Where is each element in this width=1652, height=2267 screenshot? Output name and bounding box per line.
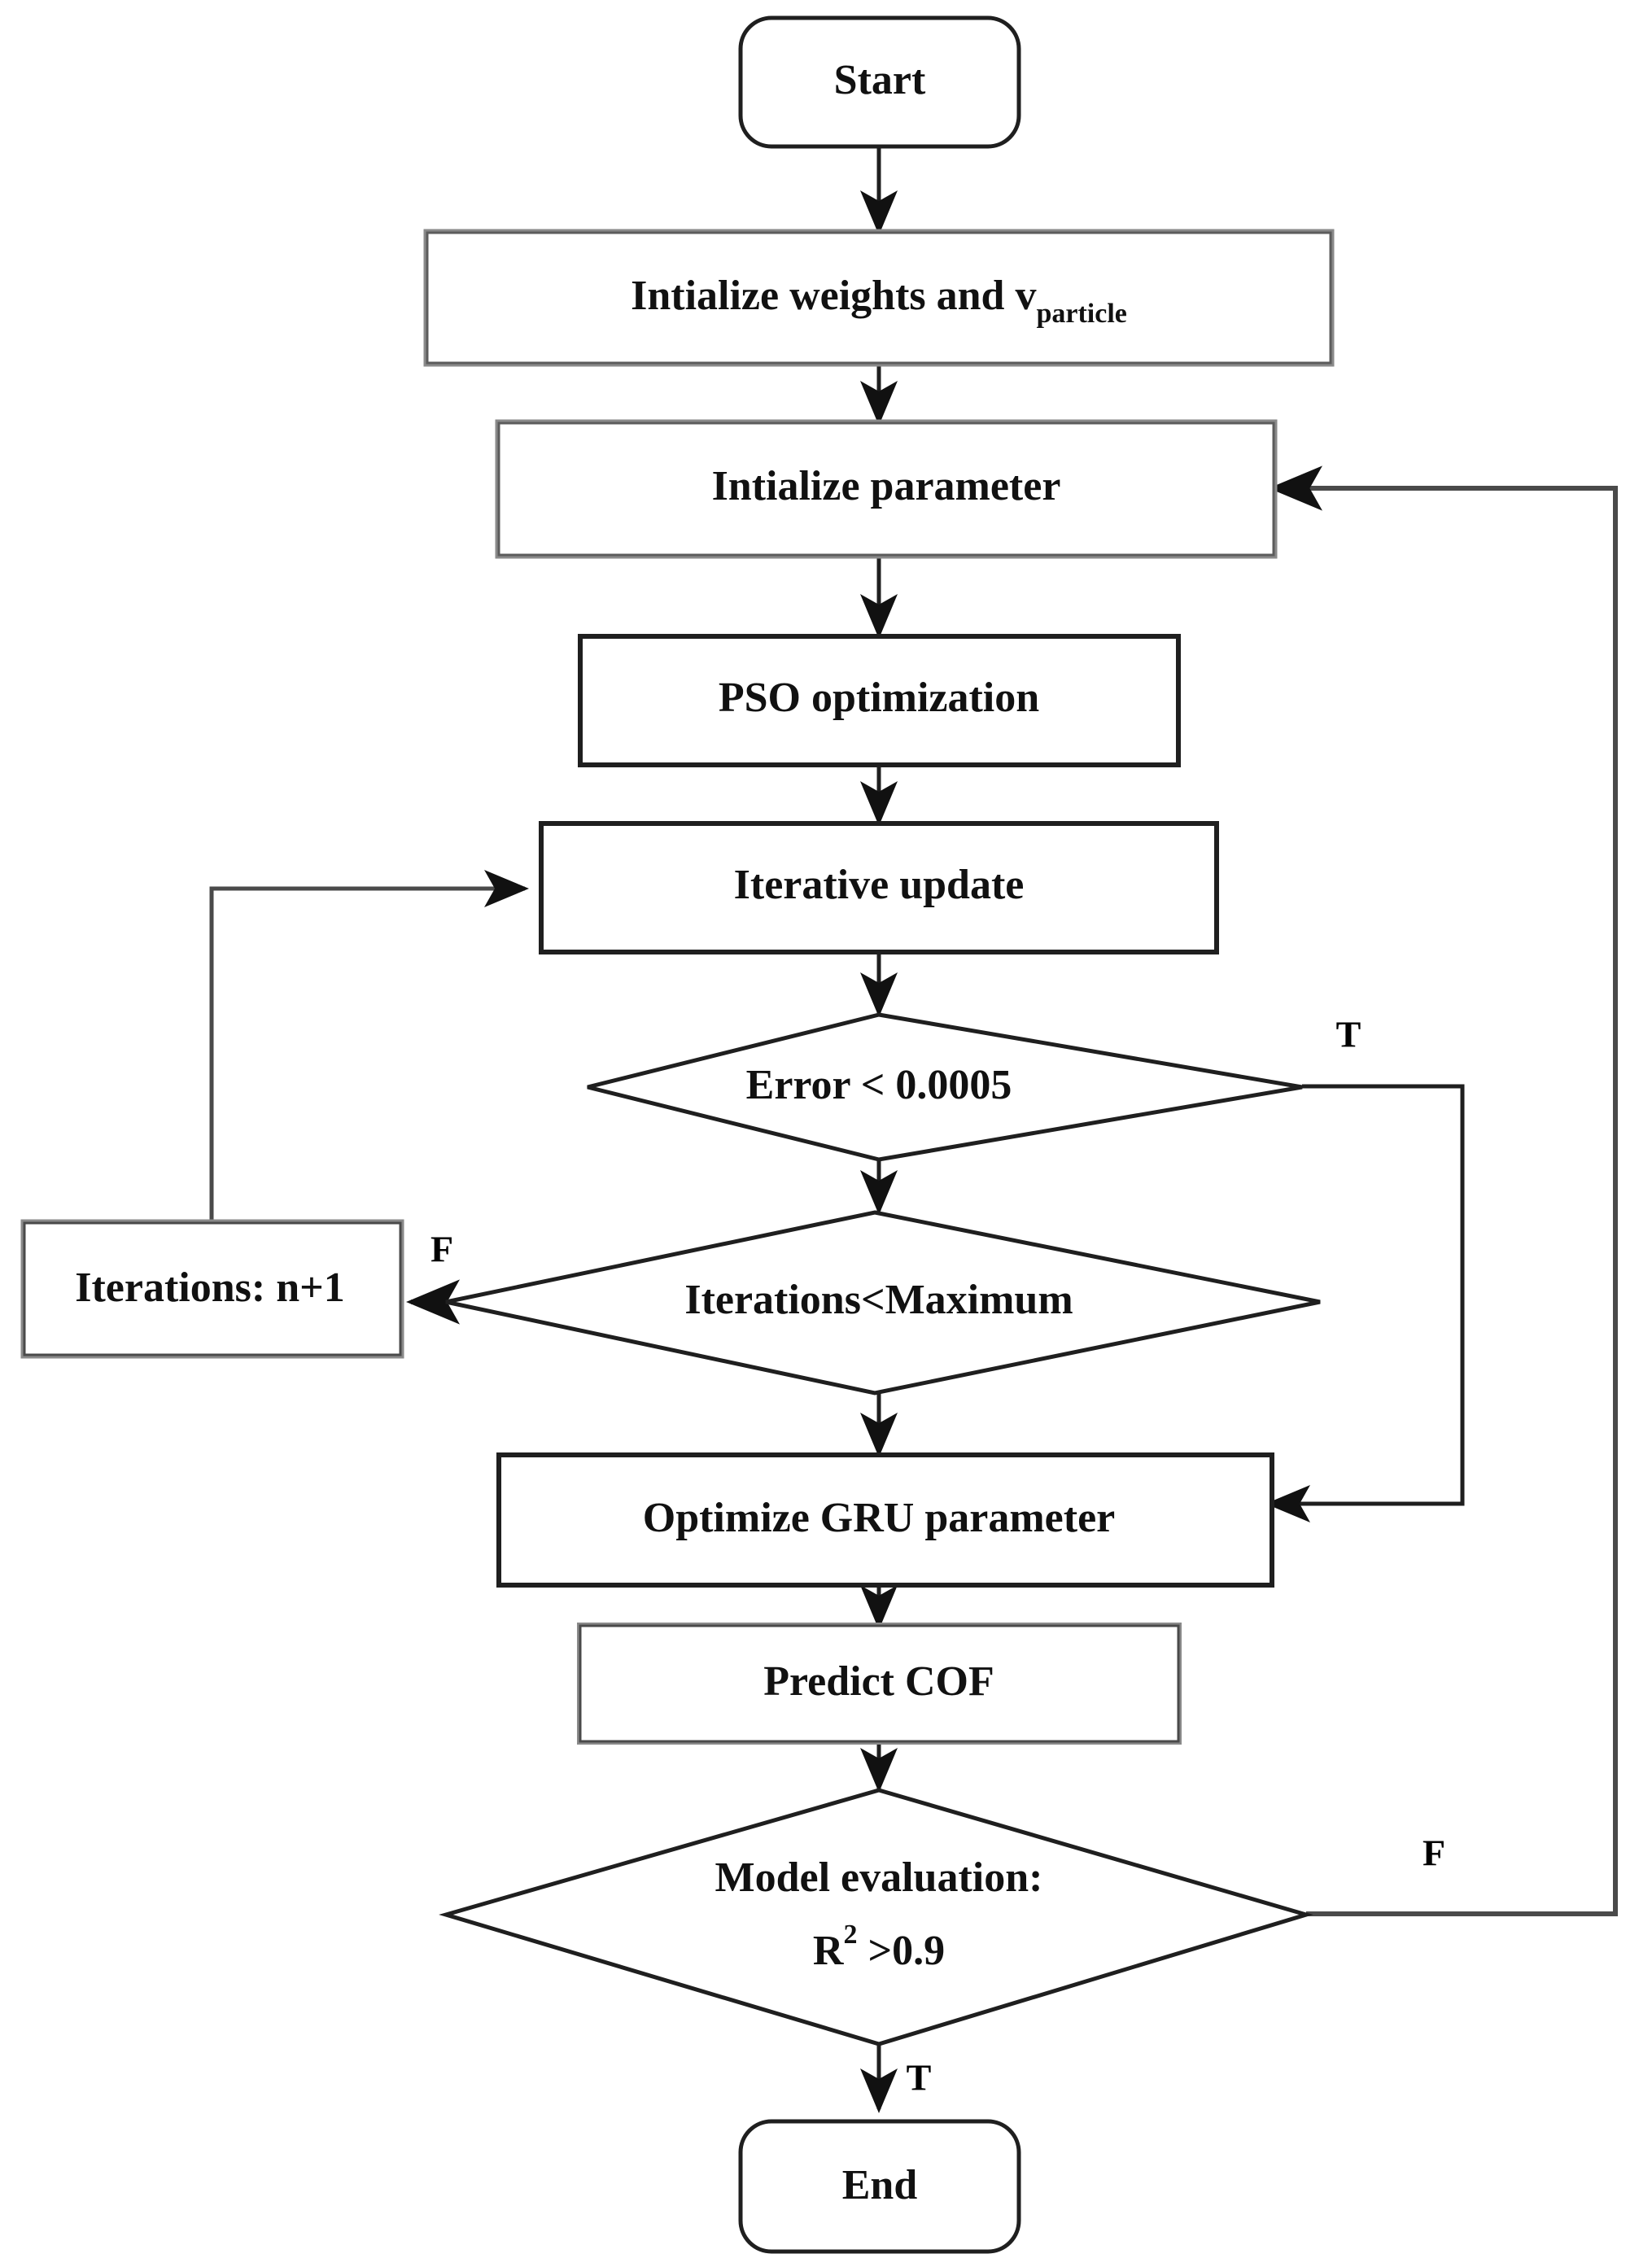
optimize-gru-shape — [496, 1452, 1274, 1588]
initialize-weights-subscript: particle — [1036, 299, 1126, 329]
model-evaluation-shape — [439, 1788, 1313, 2046]
pso-optimization-shape — [578, 634, 1181, 767]
connectors — [209, 146, 1618, 2113]
edge-label-model-evaluation-false: F — [1423, 1832, 1445, 1874]
node-predict-cof[interactable]: Predict COF — [577, 1623, 1182, 1745]
node-pso-optimization[interactable]: PSO optimization — [578, 634, 1181, 767]
model-evaluation-superscript: 2 — [843, 1920, 857, 1950]
predict-cof-label: Predict COF — [763, 1658, 994, 1705]
end-label: End — [842, 2162, 918, 2208]
iterative-update-shape — [539, 821, 1219, 954]
node-end[interactable]: End — [738, 2119, 1021, 2254]
node-iterations-increment[interactable]: Iterations: n+1 — [20, 1219, 404, 1359]
start-shape — [738, 15, 1021, 149]
node-initialize-weights[interactable]: Intialize weights and vparticle — [423, 229, 1335, 367]
initialize-parameter-label: Intialize parameter — [712, 463, 1061, 509]
initialize-weights-shape-inner — [426, 231, 1332, 365]
edge-labels: T F F T — [430, 1014, 1445, 2099]
initialize-parameter-shape-inner — [497, 422, 1275, 557]
initialize-weights-label-group: Intialize weights and vparticle — [631, 273, 1127, 329]
node-start[interactable]: Start — [738, 15, 1021, 149]
edge-iterations-n1-to-iterative-update — [209, 870, 529, 1221]
node-model-evaluation-decision[interactable]: Model evaluation: R2 >0.9 — [439, 1788, 1313, 2046]
node-iterations-max-decision[interactable]: Iterations<Maximum — [445, 1210, 1321, 1396]
model-evaluation-r: R — [813, 1928, 845, 1974]
edge-label-error-true: T — [1336, 1014, 1361, 1055]
node-initialize-parameter[interactable]: Intialize parameter — [495, 419, 1278, 559]
pso-optimization-label: PSO optimization — [719, 675, 1039, 721]
iterations-increment-shape-inner — [23, 1221, 402, 1356]
predict-cof-shape-inner — [579, 1624, 1180, 1743]
error-decision-shape — [587, 1012, 1303, 1162]
edge-error-true-to-optimize-gru — [1265, 1084, 1465, 1522]
iterations-increment-label: Iterations: n+1 — [75, 1265, 345, 1311]
edge-label-iterations-false: F — [430, 1229, 453, 1270]
model-evaluation-label-line1: Model evaluation: — [715, 1854, 1043, 1901]
start-label: Start — [834, 57, 926, 103]
iterations-max-decision-shape — [445, 1210, 1321, 1396]
initialize-weights-label: Intialize weights and v — [631, 273, 1036, 319]
iterative-update-label: Iterative update — [734, 862, 1025, 908]
node-optimize-gru[interactable]: Optimize GRU parameter — [496, 1452, 1274, 1588]
end-shape — [738, 2119, 1021, 2254]
node-error-decision[interactable]: Error < 0.0005 — [587, 1012, 1303, 1162]
model-evaluation-threshold: >0.9 — [857, 1928, 945, 1974]
error-decision-label: Error < 0.0005 — [746, 1062, 1012, 1108]
iterations-max-decision-label: Iterations<Maximum — [684, 1277, 1073, 1323]
edge-label-model-evaluation-true: T — [907, 2057, 932, 2099]
edge-model-evaluation-false-to-init-parameter — [1269, 465, 1618, 1916]
optimize-gru-label: Optimize GRU parameter — [643, 1495, 1115, 1541]
model-evaluation-label-line2: R2 >0.9 — [813, 1920, 945, 1974]
node-iterative-update[interactable]: Iterative update — [539, 821, 1219, 954]
